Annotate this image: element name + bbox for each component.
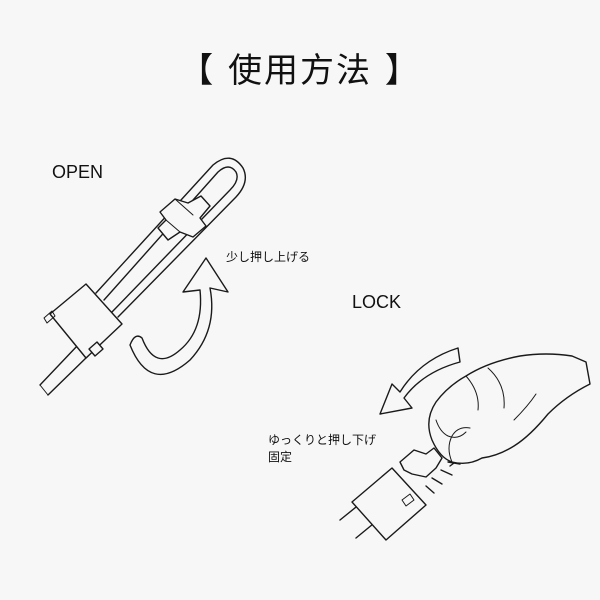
lock-illustration — [339, 347, 591, 541]
lock-sleeve — [351, 467, 427, 541]
open-arrow-up-icon — [129, 257, 229, 376]
open-shaft — [39, 344, 89, 396]
lock-hand-fingers — [448, 367, 537, 463]
lock-slider-clasp — [399, 447, 443, 478]
open-illustration — [39, 157, 246, 396]
open-sleeve — [49, 283, 123, 359]
open-sleeve-pin — [43, 310, 56, 324]
title-open-bracket: 【 — [179, 51, 216, 91]
title-close-bracket: 】 — [384, 51, 421, 91]
lock-label: LOCK — [352, 292, 402, 312]
lock-arrow-down-icon — [379, 347, 461, 415]
open-slider-clasp — [157, 195, 211, 241]
open-instruction: 少し押し上げる — [226, 250, 311, 264]
lock-hand — [428, 353, 591, 465]
lock-instruction-line1: ゆっくりと押し下げ — [268, 433, 377, 447]
title-text: 使用方法 — [228, 51, 372, 91]
lock-instruction-line2: 固定 — [268, 450, 293, 464]
open-lock-loop-outer — [95, 157, 246, 318]
open-lock-loop-inner — [103, 166, 238, 313]
open-collar — [88, 341, 104, 357]
page-title: 【 使用方法 】 — [0, 46, 600, 96]
lock-hand-thumb — [435, 419, 467, 438]
open-slider-detail — [165, 198, 194, 233]
lock-motion-lines — [425, 461, 461, 494]
lock-sleeve-pin — [401, 493, 415, 507]
open-shaft-detail — [39, 384, 49, 396]
lock-instruction: ゆっくりと押し下げ 固定 — [268, 432, 376, 466]
open-label: OPEN — [52, 162, 104, 182]
